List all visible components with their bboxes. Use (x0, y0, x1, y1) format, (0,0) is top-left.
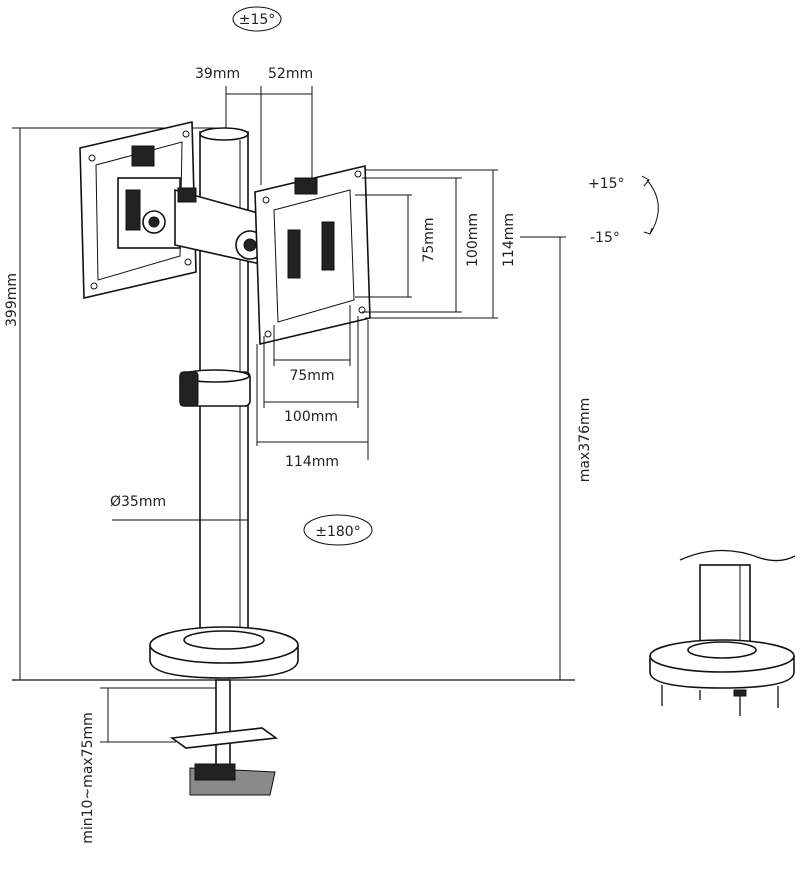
base-plate (149, 626, 299, 679)
rotation-indicator: +15° -15° (588, 175, 659, 246)
offset-b-label: 52mm (268, 66, 313, 82)
vesa-v100-label: 100mm (465, 213, 481, 267)
vesa-h114-label: 114mm (285, 454, 339, 470)
vesa-v75-label: 75mm (421, 217, 437, 262)
vesa-h100-label: 100mm (284, 409, 338, 425)
desk-clamp (169, 679, 279, 796)
rotation-arrow-icon (646, 179, 659, 235)
height-collar (179, 369, 251, 407)
tilt-arrow-icon (232, 6, 282, 32)
height-max-dimension: max376mm (520, 236, 593, 680)
clamp-range-label: min10~max75mm (80, 712, 96, 844)
vesa-plate-front (254, 164, 371, 346)
pole-diameter-dimension: Ø35mm (110, 494, 248, 521)
vesa-plate-back (79, 120, 197, 300)
rotation-minus-label: -15° (590, 230, 620, 246)
pole-diameter-label: Ø35mm (110, 494, 166, 510)
offset-a-label: 39mm (195, 66, 240, 82)
vesa-h75-label: 75mm (289, 368, 334, 384)
swivel-arrow-icon (303, 514, 373, 546)
vesa-horizontal-dimensions: 75mm 100mm 114mm (256, 305, 369, 470)
height-total-label: 399mm (4, 273, 20, 327)
tilt-label: ±15° (239, 12, 276, 28)
grommet-base-inset (649, 549, 796, 716)
vesa-vertical-dimensions: 75mm 100mm 114mm (355, 169, 517, 319)
offset-dimension: 39mm 52mm (195, 66, 313, 185)
vesa-v114-label: 114mm (501, 213, 517, 267)
clamp-range-dimension: min10~max75mm (80, 687, 216, 844)
height-total-dimension: 399mm (4, 127, 215, 680)
rotation-plus-label: +15° (588, 176, 625, 192)
height-max-label: max376mm (577, 398, 593, 483)
swivel-label: ±180° (315, 524, 360, 540)
tilt-indicator: ±15° (232, 6, 282, 32)
swivel-indicator: ±180° (303, 514, 373, 546)
